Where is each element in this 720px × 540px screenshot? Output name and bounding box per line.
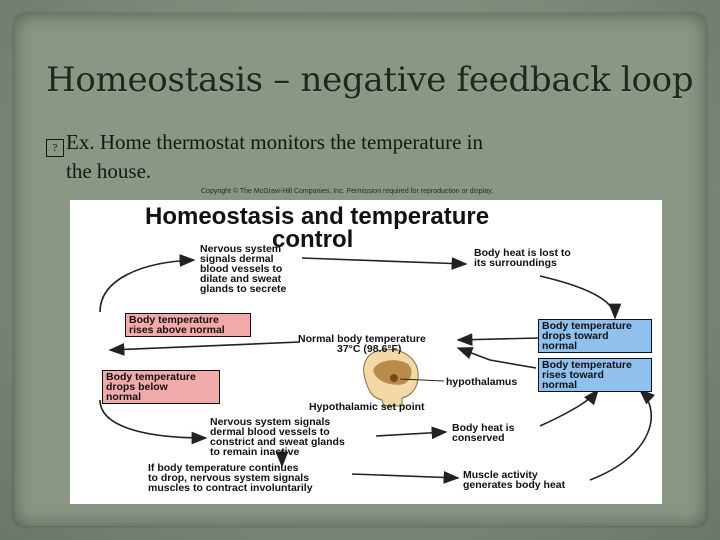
label-heat-lost: Body heat is lost to its surroundings: [474, 247, 571, 269]
arrow-drops-to-normal: [456, 333, 539, 347]
arrow-conserved-to-rises: [539, 388, 600, 427]
arrow-normal-to-drops-below: [108, 341, 301, 356]
figure-copyright: Copyright © The McGraw-Hill Companies, I…: [201, 188, 494, 195]
label-if-continues: If body temperature continues to drop, n…: [148, 462, 313, 494]
head-icon: [363, 349, 445, 407]
bullet-line-1: Ex. Home thermostat monitors the tempera…: [66, 130, 483, 154]
arrow-rises-toward-to-normal: [456, 347, 537, 369]
label-set-point: Hypothalamic set point: [309, 401, 425, 413]
arrow-nervous-to-conserved: [375, 426, 448, 440]
arrow-rises-to-nervous: [99, 254, 196, 313]
label-nervous-constrict: Nervous system signals dermal blood vess…: [210, 416, 345, 458]
arrow-shiver-to-muscle: [351, 471, 460, 484]
label-normal-temp-value: 37°C (98.6°F): [337, 343, 402, 355]
label-hypothalamus: hypothalamus: [446, 376, 518, 388]
box-drops-below-normal: Body temperature drops below normal: [102, 370, 220, 404]
box-rises-toward-normal: Body temperature rises toward normal: [538, 358, 652, 392]
figure-title-line-1: Homeostasis and temperature: [145, 203, 490, 230]
arrow-muscle-to-rises: [589, 388, 655, 481]
label-heat-conserved: Body heat is conserved: [452, 422, 515, 444]
slide-title: Homeostasis – negative feedback loop: [46, 60, 694, 100]
figure-title-line-2: control: [272, 226, 354, 253]
homeostasis-figure: Homeostasis and temperature control Nerv…: [70, 200, 662, 504]
bullet-line-2: the house.: [66, 159, 152, 183]
arrow-nervous-to-heatlost: [301, 257, 468, 270]
box-drops-toward-normal: Body temperature drops toward normal: [538, 319, 652, 353]
arrow-heatlost-to-drops: [539, 275, 622, 320]
label-nervous-dilate: Nervous system signals dermal blood vess…: [200, 243, 287, 295]
bullet-text: ?Ex. Home thermostat monitors the temper…: [46, 128, 686, 185]
box-rises-above-normal: Body temperature rises above normal: [125, 313, 251, 337]
figure-arrows: [99, 254, 655, 484]
bullet-marker-icon: ?: [46, 139, 64, 157]
label-muscle-activity: Muscle activity generates body heat: [463, 469, 566, 491]
label-normal-temp: Normal body temperature: [298, 333, 426, 345]
arrow-drops-below-to-nervous: [99, 399, 208, 445]
